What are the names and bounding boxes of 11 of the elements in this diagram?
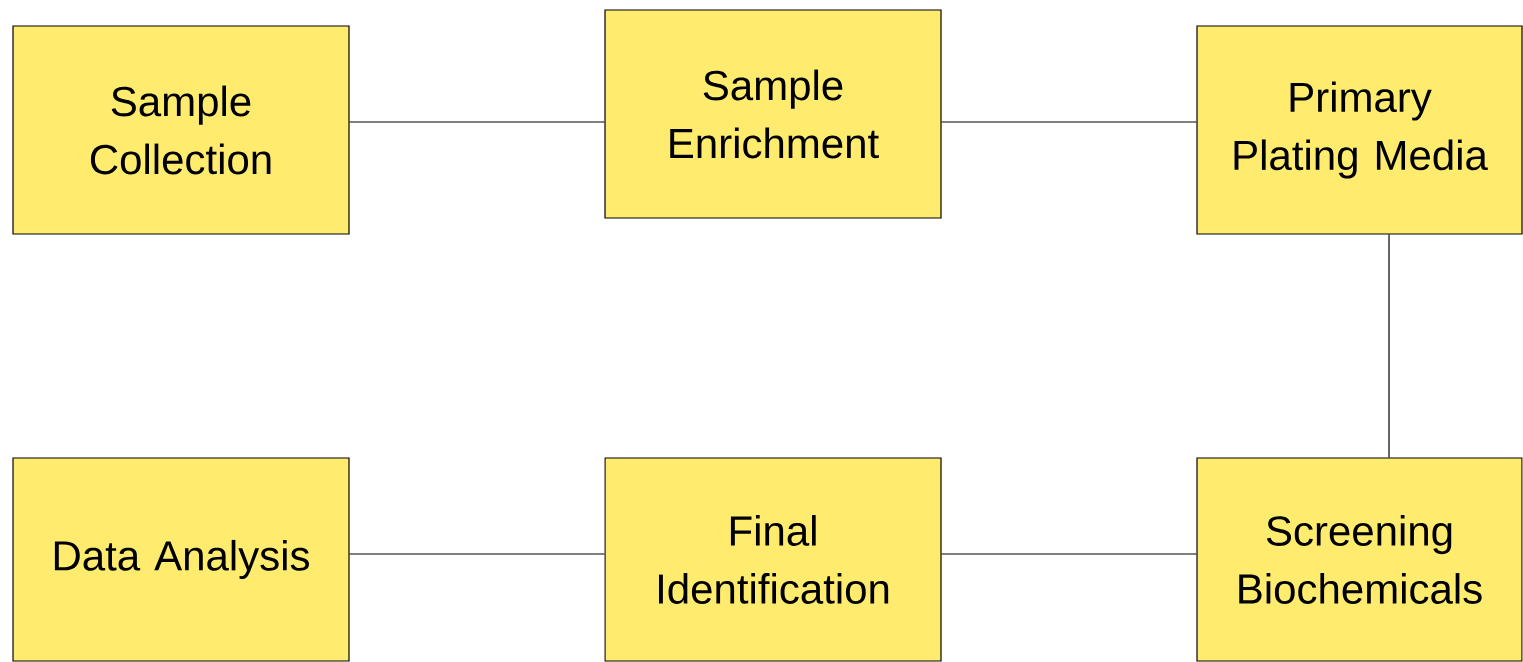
connector-line xyxy=(349,553,605,555)
process-box: Sample Enrichment xyxy=(604,9,942,219)
connector-line xyxy=(1388,234,1390,458)
connector-line xyxy=(941,121,1197,123)
connector-line xyxy=(941,553,1197,555)
process-box: Sample Collection xyxy=(12,25,350,235)
process-box: Primary Plating Media xyxy=(1196,25,1523,235)
process-box: Final Identification xyxy=(604,457,942,662)
connector-line xyxy=(349,121,605,123)
process-box: Data Analysis xyxy=(12,457,350,662)
process-box: Screening Biochemicals xyxy=(1196,457,1523,662)
